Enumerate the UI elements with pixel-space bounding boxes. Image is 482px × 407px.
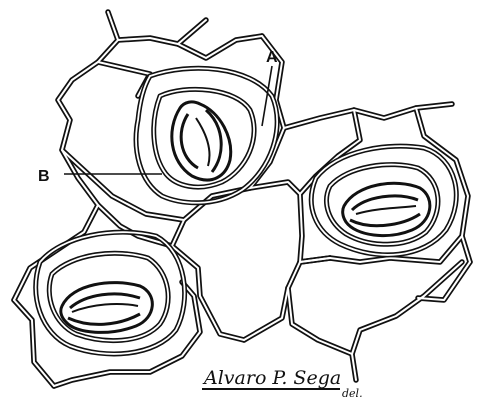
subsidiary-cell-top-inner <box>151 86 257 190</box>
pointer-a <box>261 65 273 127</box>
cell-walls <box>11 9 473 389</box>
label-pointers <box>64 65 273 175</box>
guard-cells-top <box>170 100 233 182</box>
artist-signature: Alvaro P. Sega del. <box>202 367 363 400</box>
label-a: A <box>266 49 278 66</box>
guard-cells-right <box>341 181 432 237</box>
signature-suffix: del. <box>342 387 363 400</box>
label-b: B <box>38 168 50 185</box>
stoma-top <box>133 65 280 206</box>
stoma-bottom-left <box>33 229 188 357</box>
signature-name: Alvaro P. Sega <box>202 367 341 389</box>
guard-cells-bottom-left <box>59 281 154 334</box>
stoma-right <box>308 143 459 258</box>
